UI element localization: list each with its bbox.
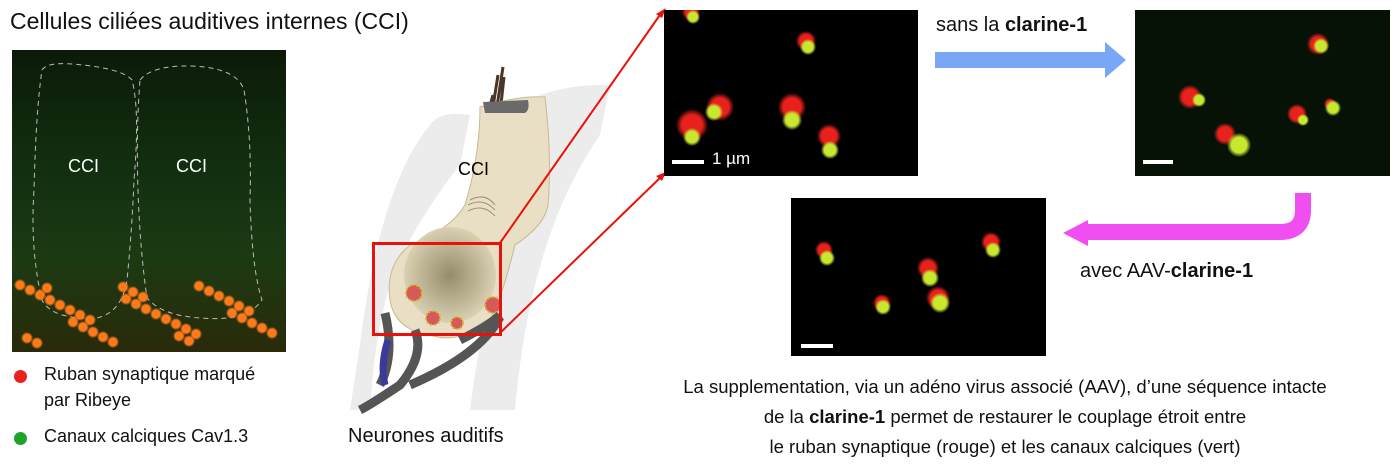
punctum [14,279,26,291]
image-without-clarin1 [1135,10,1390,176]
caption-line-2-suffix: permet de restaurer le couplage étroit e… [885,406,1247,427]
punctum [44,294,56,306]
arrow-without-gene: clarine-1 [1004,14,1088,36]
punctum [203,285,215,297]
channel-punctum [686,10,700,24]
channel-punctum [800,39,816,55]
scale-bar [801,344,833,348]
legend-red-dot [14,370,27,383]
channel-punctum [1325,100,1341,116]
punctum [180,323,192,335]
scale-bar [1143,160,1173,164]
punctum [233,300,245,312]
caption-gene: clarine-1 [809,406,886,427]
legend-ribeye-line2: par Ribeye [44,390,132,410]
punctum [127,286,139,298]
zoom-region-box [372,242,502,336]
cell-label-cci-2: CCI [176,156,207,176]
channel-punctum [930,293,950,313]
channel-punctum [875,299,891,315]
punctum [170,318,182,330]
punctum [97,331,109,343]
punctum [41,282,53,294]
arrow-with-label: avec AAV-clarine-1 [1080,260,1253,283]
diagram-cell-label: CCI [458,159,489,179]
punctum [256,322,268,334]
channel-punctum [819,250,835,266]
punctum [21,332,33,344]
arrow-with-body [1085,193,1311,240]
punctum [31,337,43,349]
caption: La supplementation, via un adéno virus a… [600,372,1400,462]
channel-punctum [683,128,701,146]
punctum [137,291,149,303]
punctum [190,328,202,340]
punctum [54,299,66,311]
punctum [74,309,86,321]
channel-punctum [1192,93,1206,107]
legend-green-dot [14,432,27,445]
punctum [87,326,99,338]
channel-punctum [821,141,839,159]
punctum [140,303,152,315]
legend-ribeye-line1: Ruban synaptique marqué [44,364,256,384]
cell-outlines [32,63,263,320]
arrow-with-gene: clarine-1 [1170,260,1254,282]
punctum [84,314,96,326]
punctum [107,336,119,348]
punctum [223,295,235,307]
caption-line-2: de la clarine-1 permet de restaurer le c… [600,402,1400,432]
channel-punctum [921,269,939,287]
punctum [150,308,162,320]
legend-cav-line: Canaux calciques Cav1.3 [44,426,249,446]
image-with-aav-clarin1 [791,198,1046,356]
punctum [24,284,36,296]
channel-punctum [1227,133,1251,157]
punctum [213,290,225,302]
punctum [64,304,76,316]
scale-bar [672,160,704,164]
caption-line-1: La supplementation, via un adéno virus a… [683,376,1327,397]
figure-title: Cellules ciliées auditives internes (CCI… [10,8,409,34]
caption-line-2-prefix: de la [763,406,810,427]
scale-label: 1 µm [712,149,751,168]
arrow-with-head [1063,220,1088,246]
cochlea-micrograph: CCI CCI [12,50,286,352]
arrow-with-prefix: avec AAV- [1080,260,1171,282]
arrow-without-label: sans la clarine-1 [936,14,1087,37]
neurons-label: Neurones auditifs [348,425,504,447]
punctum [243,305,255,317]
punctum [246,317,258,329]
arrow-without-body [935,52,1105,68]
punctum [266,327,278,339]
arrow-without-head [1105,42,1126,78]
channel-punctum [782,110,802,130]
arrow-without-prefix: sans la [936,14,1005,36]
punctum [160,313,172,325]
punctum [193,280,205,292]
image-control: 1 µm [664,10,918,176]
channel-punctum [1297,114,1309,126]
cell-label-cci-1: CCI [68,156,99,176]
channel-punctum [705,103,723,121]
channel-punctum [985,242,1001,258]
caption-line-3: le ruban synaptique (rouge) et les canau… [769,436,1241,457]
punctum [117,281,129,293]
channel-punctum [1313,38,1329,54]
